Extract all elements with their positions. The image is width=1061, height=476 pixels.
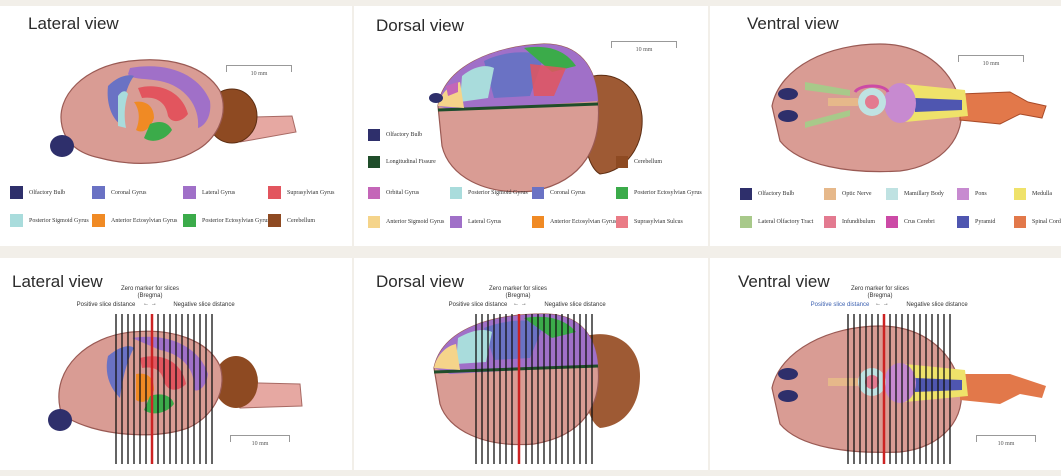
- infundibulum-shape: [865, 95, 879, 109]
- legend-swatch: [10, 186, 23, 199]
- olfactory-bulb-shape-2: [778, 110, 798, 122]
- legend-swatch: [1014, 216, 1026, 228]
- legend-item: Coronal Gyrus: [92, 186, 147, 199]
- legend-item: Anterior Sigmoid Gyrus: [368, 216, 444, 228]
- legend-item: Posterior Sigmoid Gyrus: [10, 214, 89, 227]
- lateral-brain-illustration: [0, 6, 352, 246]
- legend-swatch: [1014, 188, 1026, 200]
- legend-swatch: [368, 129, 380, 141]
- legend-swatch: [957, 216, 969, 228]
- legend-item: Cerebellum: [268, 214, 315, 227]
- bottom-lateral-scale-bar: 10 mm: [230, 434, 290, 447]
- legend-item: Suprasylvian Gyrus: [268, 186, 335, 199]
- ventral-brain-illustration: [710, 6, 1061, 246]
- legend-item: Cerebellum: [616, 156, 662, 168]
- legend-swatch: [532, 187, 544, 199]
- dorsal-brain-illustration: [354, 6, 708, 246]
- legend-item: Medulla: [1014, 188, 1052, 200]
- pyramid-shape: [915, 98, 962, 112]
- pons-shape: [884, 83, 916, 123]
- bottom-dorsal-panel: Dorsal view Zero marker for slices(Bregm…: [354, 258, 708, 470]
- legend-swatch: [183, 214, 196, 227]
- legend-item: Lateral Olfactory Tract: [740, 216, 813, 228]
- legend-swatch: [616, 156, 628, 168]
- legend-item: Pons: [957, 188, 987, 200]
- legend-swatch: [532, 216, 544, 228]
- legend-swatch: [92, 186, 105, 199]
- legend-swatch: [824, 216, 836, 228]
- top-dorsal-panel: Dorsal view 10 mm Olfactory Bulb Longitu…: [354, 6, 708, 246]
- legend-item: Posterior Ectosylvian Gyrus: [616, 187, 702, 199]
- legend-item: Spinal Cord: [1014, 216, 1061, 228]
- legend-item: Suprasylvian Sulcus: [616, 216, 683, 228]
- legend-swatch: [740, 188, 752, 200]
- legend-swatch: [957, 188, 969, 200]
- legend-swatch: [740, 216, 752, 228]
- dorsal-slices-illustration: [354, 258, 708, 470]
- lateral-slices-illustration: [0, 258, 352, 470]
- legend-item: Pyramid: [957, 216, 995, 228]
- legend-swatch: [368, 216, 380, 228]
- top-ventral-panel: Ventral view 10 mm Olfactory Bulb Optic …: [710, 6, 1061, 246]
- legend-swatch: [450, 187, 462, 199]
- legend-item: Lateral Gyrus: [450, 216, 501, 228]
- olfactory-bulb-shape: [778, 88, 798, 100]
- legend-swatch: [92, 214, 105, 227]
- legend-item: Olfactory Bulb: [740, 188, 794, 200]
- optic-nerve-shape: [828, 98, 858, 106]
- olfactory-bulb-shape: [429, 93, 443, 103]
- legend-item: Anterior Ectosylvian Gyrus: [532, 216, 616, 228]
- legend-item: Mamillary Body: [886, 188, 944, 200]
- legend-swatch: [824, 188, 836, 200]
- bottom-lateral-panel: Lateral view Zero marker for slices(Breg…: [0, 258, 352, 470]
- legend-swatch: [368, 156, 380, 168]
- legend-item: Posterior Sigmoid Gyrus: [450, 187, 528, 199]
- legend-swatch: [886, 216, 898, 228]
- legend-item: Coronal Gyrus: [532, 187, 586, 199]
- legend-item: Olfactory Bulb: [368, 129, 422, 141]
- legend-item: Lateral Gyrus: [183, 186, 235, 199]
- legend-item: Crus Cerebri: [886, 216, 935, 228]
- legend-item: Posterior Ectosylvian Gyrus: [183, 214, 270, 227]
- legend-swatch: [268, 186, 281, 199]
- bottom-ventral-panel: Ventral view Zero marker for slices(Breg…: [710, 258, 1061, 470]
- legend-swatch: [616, 216, 628, 228]
- top-lateral-panel: Lateral view 10 mm Olfactory Bulb Corona…: [0, 6, 352, 246]
- legend-item: Anterior Ectosylvian Gyrus: [92, 214, 177, 227]
- legend-item: Optic Nerve: [824, 188, 872, 200]
- legend-item: Infundibulum: [824, 216, 875, 228]
- legend-item: Orbital Gyrus: [368, 187, 419, 199]
- legend-swatch: [616, 187, 628, 199]
- olfactory-bulb-shape: [50, 135, 74, 157]
- legend-item: Longitudinal Fissure: [368, 156, 436, 168]
- legend-swatch: [886, 188, 898, 200]
- legend-swatch: [450, 216, 462, 228]
- legend-swatch: [10, 214, 23, 227]
- bottom-ventral-scale-bar: 10 mm: [976, 434, 1036, 447]
- legend-swatch: [368, 187, 380, 199]
- legend-swatch: [183, 186, 196, 199]
- legend-item: Olfactory Bulb: [10, 186, 65, 199]
- spinal-cord-shape: [960, 92, 1046, 124]
- legend-swatch: [268, 214, 281, 227]
